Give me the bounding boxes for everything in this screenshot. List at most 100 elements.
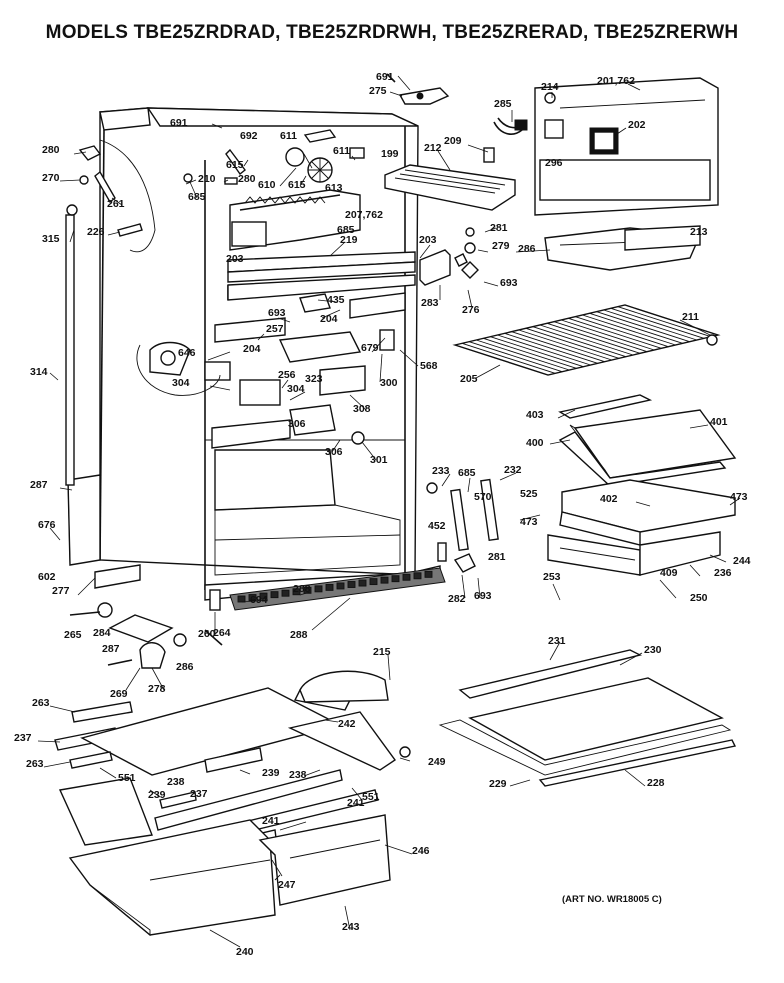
part-label: 275: [369, 85, 387, 97]
part-label: 402: [600, 493, 618, 505]
part-label: 215: [373, 646, 391, 658]
part-label: 301: [370, 454, 388, 466]
part-label: 202: [628, 119, 646, 131]
part-label: 685: [337, 224, 355, 236]
part-label: 242: [338, 718, 356, 730]
part-label: 435: [327, 294, 345, 306]
part-label: 280: [238, 173, 256, 185]
part-label: 239: [262, 767, 280, 779]
part-label: 400: [526, 437, 544, 449]
part-label: 212: [424, 142, 442, 154]
part-label: 615: [226, 159, 244, 171]
part-label: 283: [421, 297, 439, 309]
art-number: (ART NO. WR18005 C): [562, 894, 662, 905]
part-label: 199: [381, 148, 399, 160]
part-label: 229: [489, 778, 507, 790]
part-label: 204: [243, 343, 261, 355]
part-label: 264: [213, 627, 231, 639]
part-label: 263: [32, 697, 50, 709]
part-label: 277: [52, 585, 70, 597]
fan-motor-assembly: [229, 129, 365, 251]
part-label: 306: [325, 446, 343, 458]
part-label: 287: [102, 643, 120, 655]
small-parts-top-left: [78, 139, 246, 253]
center-rails: [426, 478, 499, 573]
crisper-cover-and-pans: [547, 394, 737, 576]
part-label: 270: [42, 172, 60, 184]
part-label: 693: [500, 277, 518, 289]
part-label: 304: [287, 383, 305, 395]
freezer-wire-shelf: [452, 304, 721, 376]
part-label: 296: [545, 157, 563, 169]
part-label: 201,762: [597, 75, 635, 87]
part-label: 213: [690, 226, 708, 238]
wiring-harness: [483, 117, 528, 163]
part-label: 610: [258, 179, 276, 191]
front-rails: [227, 251, 416, 301]
part-label: 401: [710, 416, 728, 428]
part-label: 615: [288, 179, 306, 191]
part-label: 247: [278, 879, 296, 891]
part-label: 279: [492, 240, 510, 252]
ice-tray-pan: [544, 225, 702, 271]
part-label: 250: [690, 592, 708, 604]
part-label: 207,762: [345, 209, 383, 221]
part-label: 284: [93, 627, 111, 639]
part-label: 314: [30, 366, 48, 378]
part-label: 280: [42, 144, 60, 156]
part-label: 237: [190, 788, 208, 800]
leader-lines: [37, 75, 741, 948]
part-label: 241: [262, 815, 280, 827]
part-label: 233: [432, 465, 450, 477]
part-label: 323: [305, 373, 323, 385]
part-label: 685: [458, 467, 476, 479]
control-panel: [534, 77, 719, 216]
part-label: 256: [278, 369, 296, 381]
part-label: 241: [347, 797, 365, 809]
part-label: 249: [428, 756, 446, 768]
part-label: 238: [167, 776, 185, 788]
part-label: 568: [420, 360, 438, 372]
part-label: 525: [520, 488, 538, 500]
part-label: 315: [42, 233, 60, 245]
part-label: 692: [240, 130, 258, 142]
part-label: 276: [462, 304, 480, 316]
part-label: 679: [361, 342, 379, 354]
part-label: 551: [362, 791, 380, 803]
hinge-rail: [65, 204, 78, 486]
part-label: 214: [541, 81, 559, 93]
part-label: 228: [647, 777, 665, 789]
damper-control-assembly: [136, 292, 406, 449]
lower-left-shelf: [54, 670, 411, 856]
part-label: 281: [490, 222, 508, 234]
part-label: 238: [289, 769, 307, 781]
vegetable-drawers: [68, 814, 391, 936]
part-label: 260: [198, 628, 216, 640]
lower-cabinet-parts: [69, 564, 446, 669]
part-label: 403: [526, 409, 544, 421]
part-label: 691: [170, 117, 188, 129]
freezer-hinge: [419, 227, 479, 286]
part-label: 205: [460, 373, 478, 385]
part-label: 285: [494, 98, 512, 110]
part-label: 237: [14, 732, 32, 744]
part-label: 676: [38, 519, 56, 531]
part-label: 246: [412, 845, 430, 857]
part-label: 473: [520, 516, 538, 528]
part-label: 210: [198, 173, 216, 185]
part-label: 219: [340, 234, 358, 246]
part-label: 693: [268, 307, 286, 319]
part-label: 473: [730, 491, 748, 503]
part-label: 226: [87, 226, 105, 238]
part-label: 286: [518, 243, 536, 255]
hinge-cover: [386, 73, 450, 105]
part-label: 231: [548, 635, 566, 647]
part-label: 308: [353, 403, 371, 415]
part-label: 611: [333, 145, 350, 157]
part-label: 646: [178, 347, 196, 359]
part-label: 551: [118, 772, 136, 784]
part-label: 257: [266, 323, 284, 335]
part-label: 306: [288, 418, 306, 430]
part-label: 204: [320, 313, 338, 325]
